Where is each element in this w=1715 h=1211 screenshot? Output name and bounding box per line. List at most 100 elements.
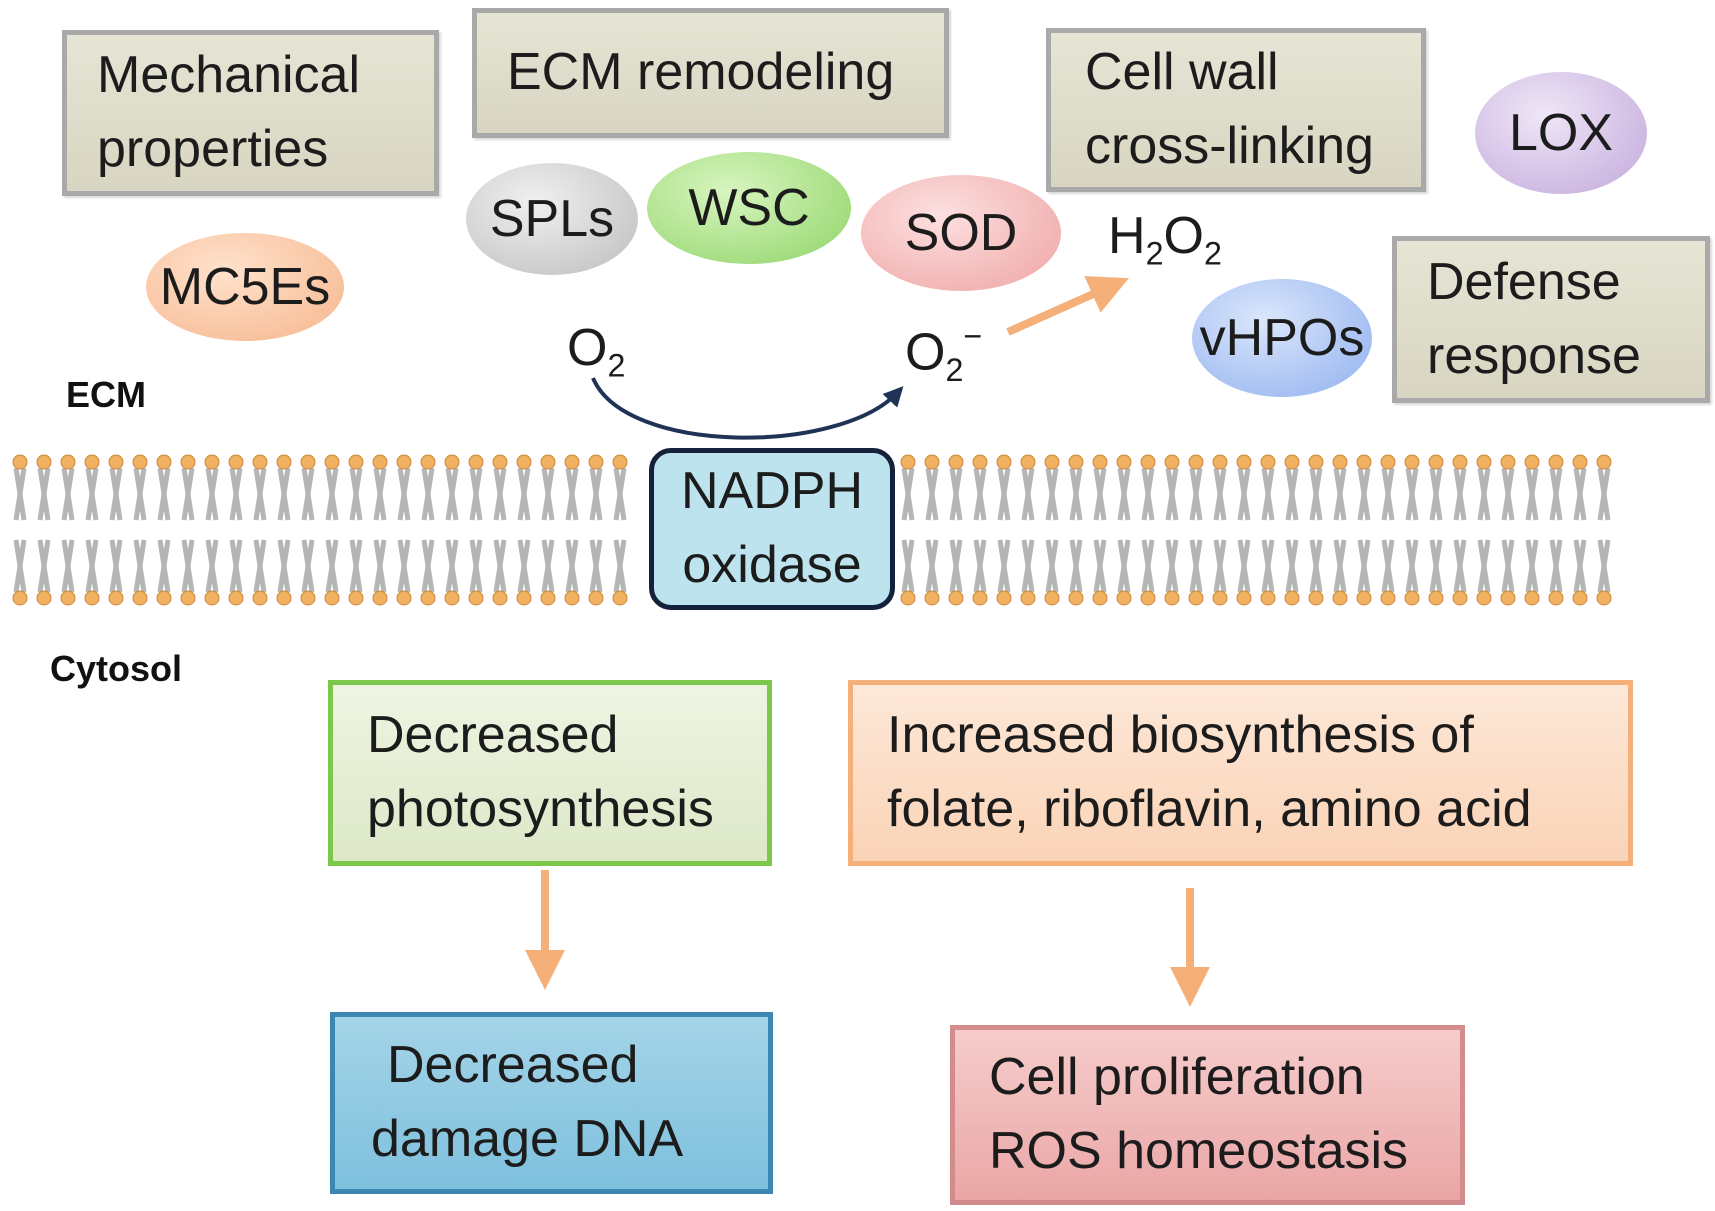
lipid-head	[900, 454, 916, 470]
lipid-tail	[1141, 467, 1155, 593]
lipid-head	[324, 454, 340, 470]
lipid-tail	[1069, 467, 1083, 593]
lipid-head	[1068, 454, 1084, 470]
lipid-head	[1356, 454, 1372, 470]
biosynthesis-line-1: Increased biosynthesis of	[887, 706, 1474, 765]
lipid-head	[12, 590, 28, 606]
o2-label: O2	[567, 319, 626, 384]
lipid-head	[612, 590, 628, 606]
lipid-head	[1596, 590, 1612, 606]
lipid-head	[564, 590, 580, 606]
lipid-head	[1260, 590, 1276, 606]
lipid-head	[1548, 590, 1564, 606]
lipid-tail	[301, 467, 315, 593]
lipid-head	[1020, 454, 1036, 470]
lipid-tail	[901, 467, 915, 593]
lipid-tail	[1405, 467, 1419, 593]
lipid-head	[924, 454, 940, 470]
lipid-tail	[1477, 467, 1491, 593]
lipid-tail	[277, 467, 291, 593]
lipid-head	[324, 590, 340, 606]
lipid-tail	[253, 467, 267, 593]
lipid-head	[1188, 454, 1204, 470]
cell-wall-line-1: Cell wall	[1085, 43, 1279, 102]
decreased-damage-dna-box: Decreased damage DNA	[330, 1012, 773, 1194]
biosynthesis-line-2: folate, riboflavin, amino acid	[887, 780, 1532, 838]
lipid-head	[1116, 590, 1132, 606]
lipid-head	[972, 454, 988, 470]
lipid-tail	[133, 467, 147, 593]
lipid-head	[372, 590, 388, 606]
lipid-head	[60, 454, 76, 470]
lipid-head	[1092, 454, 1108, 470]
lipid-head	[1092, 590, 1108, 606]
lipid-tail	[1021, 467, 1035, 593]
lipid-head	[84, 454, 100, 470]
lipid-tail	[1525, 467, 1539, 593]
lipid-head	[1356, 590, 1372, 606]
lipid-tail	[1189, 467, 1203, 593]
lipid-tail	[445, 467, 459, 593]
lipid-head	[156, 454, 172, 470]
defense-response-box: Defense response	[1392, 236, 1710, 403]
cytosol-label: Cytosol	[50, 648, 183, 689]
lipid-tail	[157, 467, 171, 593]
ecm-remodeling-box: ECM remodeling	[472, 8, 949, 138]
lipid-head	[948, 590, 964, 606]
lipid-tail	[613, 467, 627, 593]
lipid-head	[516, 454, 532, 470]
lipid-tail	[589, 467, 603, 593]
lipid-head	[1212, 454, 1228, 470]
lipid-head	[204, 590, 220, 606]
lipid-tail	[997, 467, 1011, 593]
lipid-tail	[565, 467, 579, 593]
lipid-head	[1164, 590, 1180, 606]
lipid-head	[108, 454, 124, 470]
o2-subscript: 2	[607, 347, 626, 384]
lipid-tail	[541, 467, 555, 593]
lipid-head	[1404, 454, 1420, 470]
lipid-head	[996, 590, 1012, 606]
lipid-head	[540, 590, 556, 606]
lipid-head	[1524, 590, 1540, 606]
lipid-head	[1572, 590, 1588, 606]
dna-line-1: Decreased	[387, 1036, 639, 1095]
lipid-head	[1476, 454, 1492, 470]
decreased-photosynthesis-box: Decreased photosynthesis	[328, 680, 772, 866]
vhpos-ellipse: vHPOs	[1192, 279, 1372, 397]
lipid-tail	[13, 467, 27, 593]
lipid-head	[132, 590, 148, 606]
lipid-head	[1236, 454, 1252, 470]
sod-ellipse: SOD	[861, 175, 1061, 291]
lipid-tail	[949, 467, 963, 593]
lipid-head	[156, 590, 172, 606]
reaction-arrow-o2	[591, 377, 904, 440]
lipid-head	[396, 590, 412, 606]
lipid-head	[348, 454, 364, 470]
nadph-line-1: NADPH	[680, 462, 864, 521]
proliferation-line-2: ROS homeostasis	[989, 1122, 1409, 1180]
lipid-head	[60, 590, 76, 606]
lipid-head	[1068, 590, 1084, 606]
lipid-tail	[325, 467, 339, 593]
lipid-head	[132, 454, 148, 470]
nadph-oxidase-box: NADPH oxidase	[649, 448, 895, 610]
lipid-head	[564, 454, 580, 470]
lipid-head	[252, 454, 268, 470]
lipid-head	[204, 454, 220, 470]
lipid-head	[372, 454, 388, 470]
lipid-tail	[181, 467, 195, 593]
lipid-tail	[1573, 467, 1587, 593]
lipid-tail	[1549, 467, 1563, 593]
lipid-tail	[973, 467, 987, 593]
lipid-head	[468, 454, 484, 470]
lipid-head	[1428, 590, 1444, 606]
lipid-head	[1452, 454, 1468, 470]
superoxide-label: O2−	[905, 318, 983, 388]
lipid-head	[1284, 590, 1300, 606]
lipid-tail	[925, 467, 939, 593]
lipid-tail	[1045, 467, 1059, 593]
lipid-head	[1188, 590, 1204, 606]
lipid-head	[300, 590, 316, 606]
